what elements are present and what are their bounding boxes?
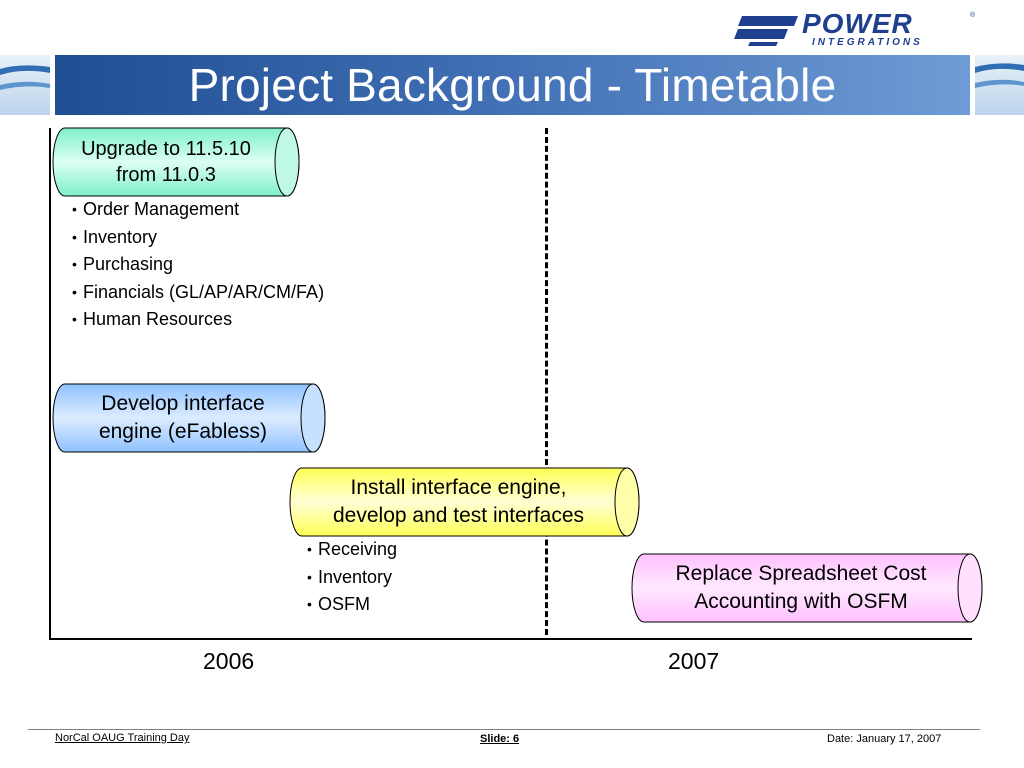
list-item: Inventory (307, 564, 397, 592)
cylinder-shape (289, 467, 640, 537)
title-wave-right (975, 55, 1024, 115)
interface-module-list: Receiving Inventory OSFM (307, 536, 397, 619)
timeline-vertical-axis (49, 128, 51, 640)
logo-mark-icon (734, 16, 798, 46)
logo-subtitle: INTEGRATIONS (812, 37, 923, 48)
list-item: Inventory (72, 224, 324, 252)
slide-title: Project Background - Timetable (188, 59, 837, 111)
phase-interface-engine-cylinder: Develop interface engine (eFabless) (52, 383, 326, 453)
footer-divider (28, 729, 980, 730)
list-item: Human Resources (72, 306, 324, 334)
list-item: Receiving (307, 536, 397, 564)
list-item: OSFM (307, 591, 397, 619)
timeline-horizontal-axis (49, 638, 972, 640)
phase-interface-engine-label: Develop interface engine (eFabless) (98, 392, 268, 443)
year-label-2006: 2006 (203, 648, 255, 674)
title-bar: Project Background - Timetable (55, 55, 970, 115)
upgrade-module-list: Order Management Inventory Purchasing Fi… (72, 196, 324, 334)
power-integrations-logo: POWER INTEGRATIONS ® (732, 8, 980, 48)
list-item: Financials (GL/AP/AR/CM/FA) (72, 279, 324, 307)
list-item: Order Management (72, 196, 324, 224)
year-divider-dashed-line (545, 128, 548, 635)
year-label-2007: 2007 (668, 648, 720, 674)
list-item: Purchasing (72, 251, 324, 279)
logo-wordmark: POWER (802, 8, 913, 39)
phase-install-interfaces-label: Install interface engine, develop and te… (333, 476, 584, 527)
logo-registered-mark: ® (970, 12, 976, 19)
phase-install-interfaces-cylinder: Install interface engine, develop and te… (289, 467, 640, 537)
cylinder-shape (52, 127, 300, 197)
footer-date: Date: January 17, 2007 (827, 733, 942, 745)
title-wave-left (0, 55, 50, 115)
phase-upgrade-cylinder: Upgrade to 11.5.10 from 11.0.3 (52, 127, 300, 197)
phase-osfm-cylinder: Replace Spreadsheet Cost Accounting with… (631, 553, 983, 623)
cylinder-shape (631, 553, 983, 623)
phase-osfm-label: Replace Spreadsheet Cost Accounting with… (675, 562, 927, 613)
cylinder-shape (52, 383, 326, 453)
phase-upgrade-label: Upgrade to 11.5.10 from 11.0.3 (81, 137, 251, 186)
footer-event-name: NorCal OAUG Training Day (55, 732, 190, 744)
footer-slide-number: Slide: 6 (480, 733, 520, 745)
